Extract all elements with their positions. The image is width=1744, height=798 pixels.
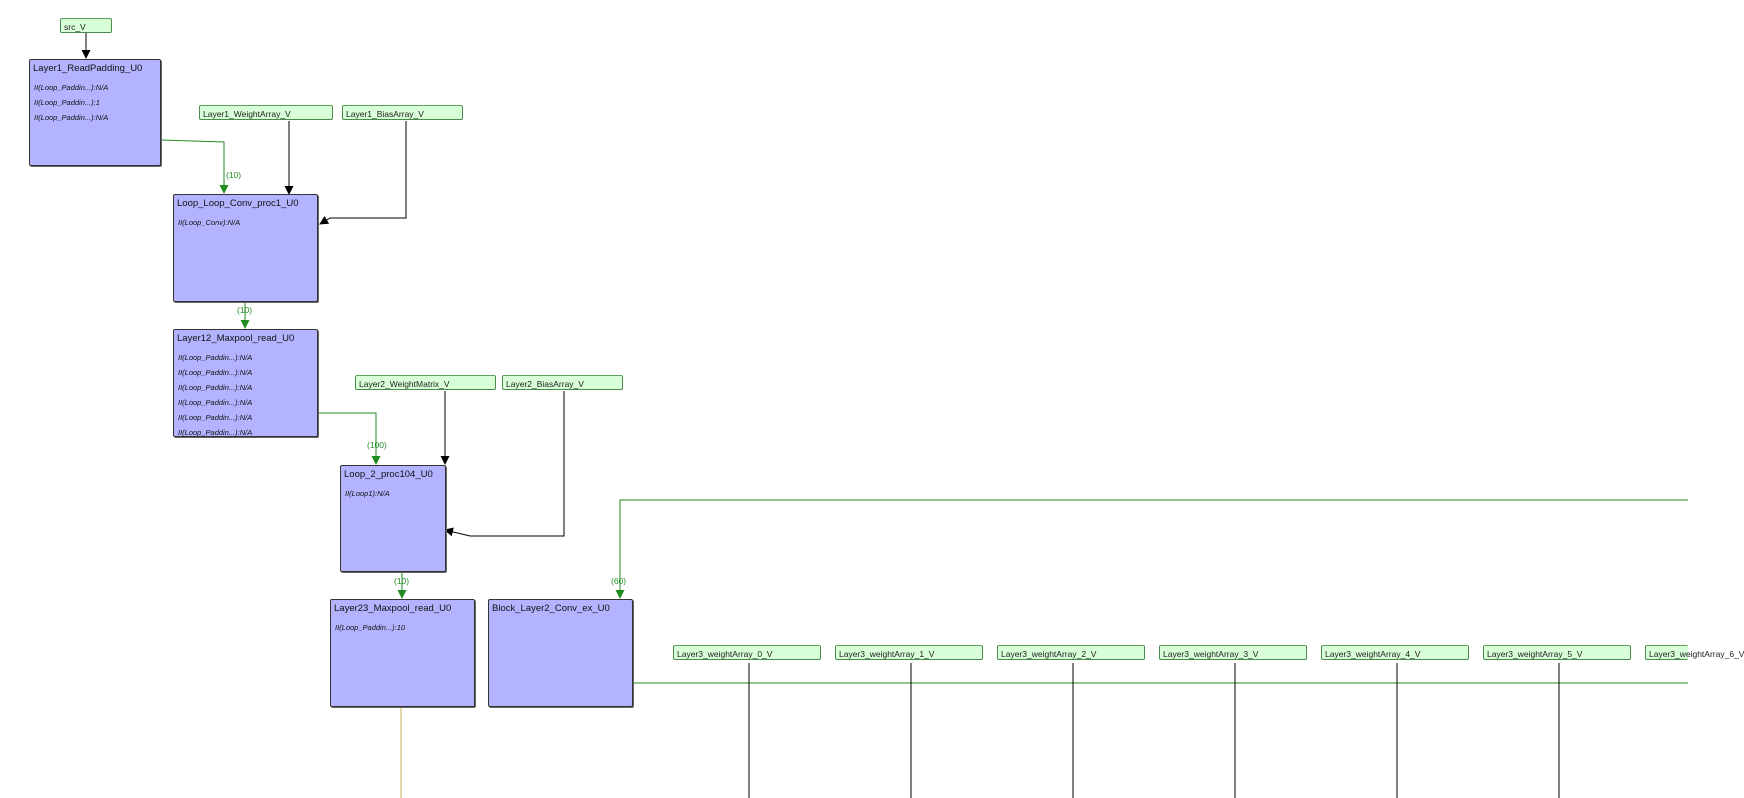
rate-label: (100)	[367, 440, 387, 450]
channel-layer3-weightarray-0[interactable]: Layer3_weightArray_0_V	[673, 645, 821, 660]
rate-label: (10)	[237, 305, 253, 315]
channel-label: Layer3_weightArray_5_V	[1487, 649, 1583, 659]
channel-layer3-weightarray-2[interactable]: Layer3_weightArray_2_V	[997, 645, 1145, 660]
channel-label: Layer1_BiasArray_V	[346, 109, 424, 119]
channel-label: Layer1_WeightArray_V	[203, 109, 291, 119]
loop-list: II(Loop1):N/A	[345, 488, 390, 503]
process-block-layer2-conv-ex[interactable]: Block_Layer2_Conv_ex_U0	[488, 599, 633, 707]
process-loop-conv-proc1[interactable]: Loop_Loop_Conv_proc1_U0 II(Loop_Conv):N/…	[173, 194, 318, 302]
rate-label: (10)	[394, 576, 410, 586]
loop-ii-label: II(Loop_Conv):N/A	[178, 218, 241, 227]
rate-label: (60)	[611, 576, 627, 586]
channel-layer3-weightarray-6[interactable]: Layer3_weightArray_6_V	[1645, 645, 1744, 660]
loop-ii-label: II(Loop_Paddin...):N/A	[178, 398, 253, 407]
edge-feedback-to-block2	[615, 499, 1688, 599]
loop-ii-label: II(Loop_Paddin...):1	[34, 98, 100, 107]
channel-label: Layer2_BiasArray_V	[506, 379, 584, 389]
loop-ii-label: II(Loop_Paddin...):N/A	[178, 353, 253, 362]
loop-ii-label: II(Loop_Paddin...):N/A	[178, 428, 253, 437]
loop-list: II(Loop_Paddin...):10	[335, 622, 405, 637]
loop-ii-label: II(Loop_Paddin...):N/A	[178, 383, 253, 392]
process-title: Layer1_ReadPadding_U0	[33, 63, 143, 74]
edge-l1bias-to-conv1	[319, 121, 407, 225]
loop-ii-label: II(Loop_Paddin...):N/A	[34, 83, 109, 92]
channel-layer3-weightarray-4[interactable]: Layer3_weightArray_4_V	[1321, 645, 1469, 660]
rate-label: (10)	[226, 170, 242, 180]
loop-ii-label: II(Loop1):N/A	[345, 489, 390, 498]
process-title: Loop_Loop_Conv_proc1_U0	[177, 198, 299, 209]
channel-layer2-weightmatrix[interactable]: Layer2_WeightMatrix_V	[355, 375, 496, 390]
dataflow-canvas: src_V Layer1_WeightArray_V Layer1_BiasAr…	[29, 18, 1744, 798]
process-loop2-proc104[interactable]: Loop_2_proc104_U0 II(Loop1):N/A	[340, 465, 446, 572]
channel-layer3-weightarray-5[interactable]: Layer3_weightArray_5_V	[1483, 645, 1631, 660]
loop-ii-label: II(Loop_Paddin...):10	[335, 623, 406, 632]
channel-label: Layer3_weightArray_6_V	[1649, 649, 1744, 659]
channel-label: Layer3_weightArray_0_V	[677, 649, 773, 659]
channel-label: Layer3_weightArray_3_V	[1163, 649, 1259, 659]
channel-layer2-biasarray[interactable]: Layer2_BiasArray_V	[502, 375, 623, 390]
edge-maxpool12-to-loop2	[310, 412, 381, 465]
channel-label: Layer2_WeightMatrix_V	[359, 379, 450, 389]
channel-layer1-biasarray[interactable]: Layer1_BiasArray_V	[342, 105, 463, 120]
loop-list: II(Loop_Paddin...):N/A II(Loop_Paddin...…	[34, 82, 108, 127]
edge-readpadding-to-conv1	[160, 139, 229, 194]
loop-list: II(Loop_Paddin...):N/A II(Loop_Paddin...…	[178, 352, 252, 442]
channel-label: src_V	[64, 22, 86, 32]
process-title: Block_Layer2_Conv_ex_U0	[492, 603, 610, 614]
channel-src-v[interactable]: src_V	[60, 18, 112, 33]
process-layer1-readpadding[interactable]: Layer1_ReadPadding_U0 II(Loop_Paddin...)…	[29, 59, 161, 166]
loop-ii-label: II(Loop_Paddin...):N/A	[178, 413, 253, 422]
connection-layer	[81, 33, 1688, 798]
channel-label: Layer3_weightArray_1_V	[839, 649, 935, 659]
channel-layer1-weightarray[interactable]: Layer1_WeightArray_V	[199, 105, 333, 120]
process-title: Loop_2_proc104_U0	[344, 469, 433, 480]
loop-list: II(Loop_Conv):N/A	[178, 217, 240, 232]
process-layer12-maxpool-read[interactable]: Layer12_Maxpool_read_U0 II(Loop_Paddin..…	[173, 329, 318, 437]
channel-label: Layer3_weightArray_2_V	[1001, 649, 1097, 659]
process-layer23-maxpool-read[interactable]: Layer23_Maxpool_read_U0 II(Loop_Paddin..…	[330, 599, 475, 707]
edge-l2bias-to-loop2	[444, 391, 565, 537]
loop-ii-label: II(Loop_Paddin...):N/A	[178, 368, 253, 377]
loop-ii-label: II(Loop_Paddin...):N/A	[34, 113, 109, 122]
channel-layer3-weightarray-1[interactable]: Layer3_weightArray_1_V	[835, 645, 983, 660]
process-title: Layer23_Maxpool_read_U0	[334, 603, 452, 614]
channel-label: Layer3_weightArray_4_V	[1325, 649, 1421, 659]
channel-layer3-weightarray-3[interactable]: Layer3_weightArray_3_V	[1159, 645, 1307, 660]
process-title: Layer12_Maxpool_read_U0	[177, 333, 295, 344]
